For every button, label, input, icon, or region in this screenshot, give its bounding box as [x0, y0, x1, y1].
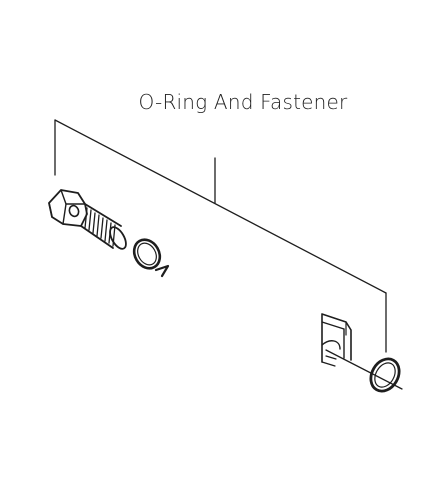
diagram-title: O-Ring And Fastener	[138, 90, 348, 114]
hex-bolt-icon	[48, 189, 127, 250]
callout-bracket	[54, 119, 387, 353]
housing-icon	[321, 313, 403, 390]
o-ring-small-icon	[132, 238, 170, 278]
callout-diagonal	[54, 119, 387, 294]
o-ring-large-icon	[369, 357, 401, 393]
